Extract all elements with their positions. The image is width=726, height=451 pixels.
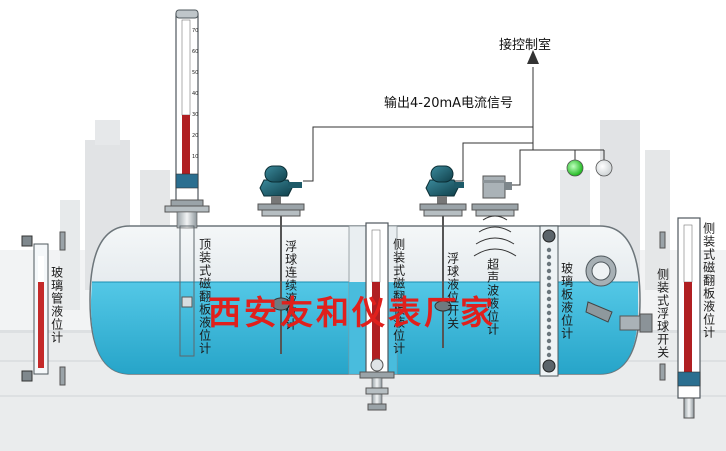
- float-continuous-label: 浮球连续液位计: [283, 240, 298, 331]
- control-room-label: 接控制室: [499, 38, 552, 53]
- glass-tube-gauge: [21, 231, 92, 386]
- signal-label: 输出4-20mA电流信号: [384, 96, 514, 111]
- plate-bolt: [546, 261, 552, 267]
- scale-tick-label: 10: [192, 154, 198, 160]
- float-switch-label: 浮球液位开关: [445, 252, 460, 330]
- scale-tick-label: 20: [192, 133, 198, 139]
- float-level-switch: [419, 165, 467, 348]
- side-float-switch: [619, 313, 653, 333]
- glass-tube-label: 玻璃管液位计: [49, 266, 64, 344]
- side-magnetic-b-label: 侧装式磁翻板液位计: [701, 222, 716, 339]
- plate-bolt: [546, 275, 552, 281]
- scale-tick-label: 40: [192, 91, 198, 97]
- scale-tick-label: 70: [192, 28, 198, 34]
- indicator-lamp-icon: [595, 159, 613, 177]
- plate-bolt: [546, 254, 552, 260]
- plate-bolt: [546, 268, 552, 274]
- arrow-up-icon: [527, 50, 539, 64]
- plate-bolt: [546, 303, 552, 309]
- ultrasonic-sensor-icon: [471, 175, 519, 257]
- ultrasonic-label: 超声波液位计: [485, 258, 500, 336]
- scale-tick-label: 30: [192, 112, 198, 118]
- float-continuous-meter: [257, 165, 305, 354]
- top-magnetic-label: 顶装式磁翻板液位计: [197, 238, 212, 355]
- plate-bolt: [546, 247, 552, 253]
- plate-bolt: [546, 310, 552, 316]
- signal-wiring: [303, 67, 605, 186]
- plate-bolt: [546, 345, 552, 351]
- glass-plate-label: 玻璃板液位计: [559, 262, 574, 340]
- plate-bolt: [546, 296, 552, 302]
- scale-tick-label: 50: [192, 70, 198, 76]
- scale-tick-label: 60: [192, 49, 198, 55]
- plate-bolt: [546, 289, 552, 295]
- glass-plate-gauge: [539, 225, 559, 377]
- plate-bolt: [546, 352, 552, 358]
- top-magnetic-gauge: 70 60 50 40 30 20 10: [164, 9, 210, 357]
- side-magnetic-a-label: 侧装式磁翻板液位计: [391, 238, 406, 355]
- manhole-flange: [585, 255, 617, 323]
- company-watermark: 西安友和仪表厂家: [208, 293, 496, 332]
- side-magnetic-gauge-b: [648, 217, 701, 419]
- plate-bolt: [546, 338, 552, 344]
- indicator-lamp-icon: [566, 159, 584, 177]
- plate-bolt: [546, 282, 552, 288]
- plate-bolt: [546, 317, 552, 323]
- side-float-switch-label: 侧装式浮球开关: [655, 268, 670, 359]
- plate-bolt: [546, 324, 552, 330]
- plate-bolt: [546, 331, 552, 337]
- side-magnetic-gauge-a: [359, 222, 395, 411]
